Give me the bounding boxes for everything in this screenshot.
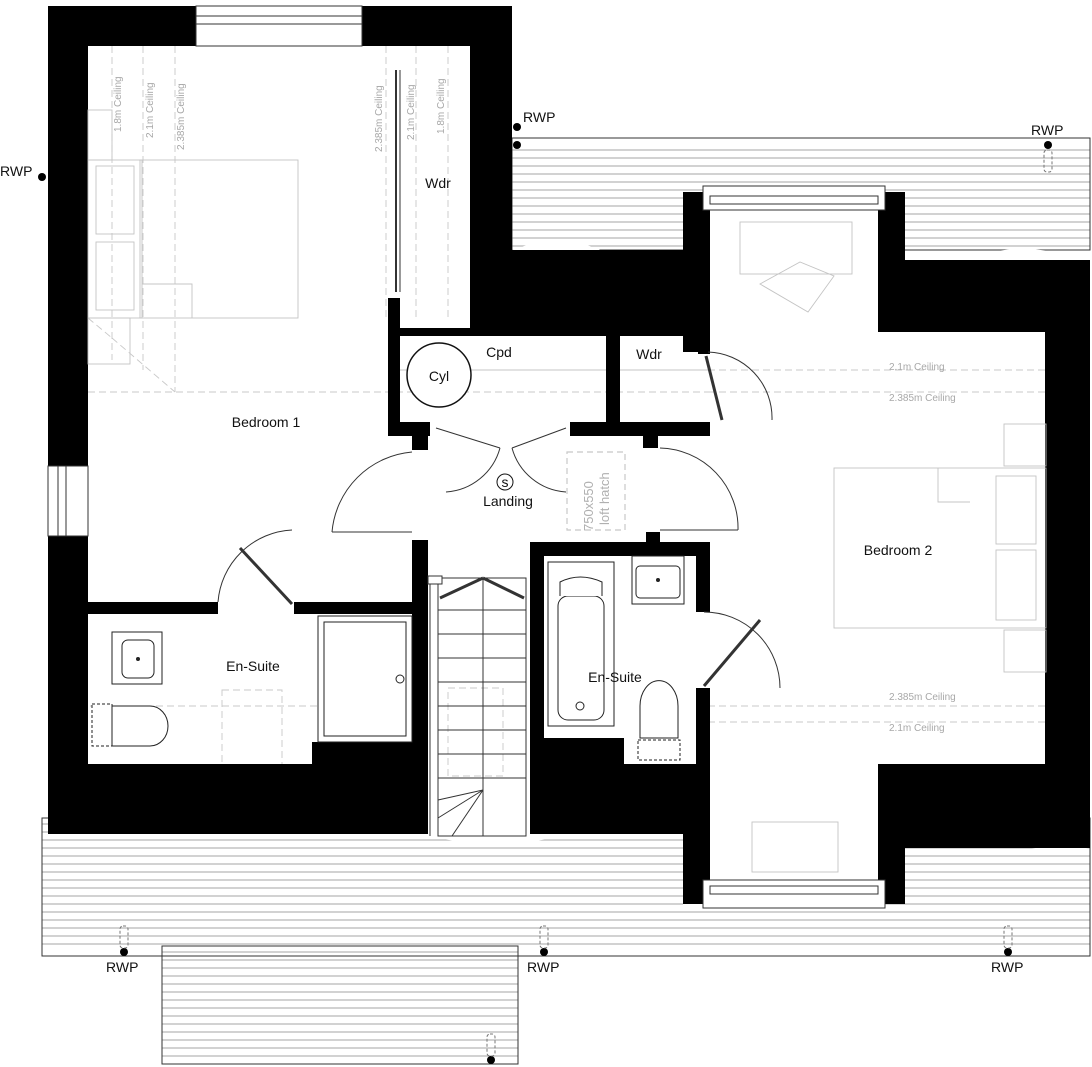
ceiling-label-2-1-bottom: 2.1m Ceiling <box>889 723 945 734</box>
walls <box>48 6 1090 904</box>
fixtures <box>91 555 685 761</box>
room-label-bedroom-2: Bedroom 2 <box>864 542 933 558</box>
rwp-pipes <box>119 149 1053 1057</box>
ceiling-label-2-385-top: 2.385m Ceiling <box>889 393 956 404</box>
ceiling-label-2-385-wdr: 2.385m Ceiling <box>374 85 385 152</box>
room-label-ensuite-1: En-Suite <box>226 658 280 674</box>
ceiling-label-2-1-left: 2.1m Ceiling <box>145 82 156 138</box>
hot-water-cylinder <box>406 342 472 408</box>
rwp-label-top-right: RWP <box>1031 122 1063 138</box>
room-label-bedroom-1: Bedroom 1 <box>232 414 301 430</box>
rwp-label-bottom-middle: RWP <box>527 959 559 975</box>
ceiling-label-2-1-top: 2.1m Ceiling <box>889 362 945 373</box>
loft-hatch-label: loft hatch <box>597 472 612 525</box>
smoke-detector-icon <box>496 473 514 491</box>
room-label-cupboard: Cpd <box>486 344 512 360</box>
room-label-wardrobe-1: Wdr <box>425 175 451 191</box>
room-label-landing: Landing <box>483 493 533 509</box>
ceiling-label-1-8-wdr: 1.8m Ceiling <box>436 78 447 134</box>
rwp-label-bottom-left: RWP <box>106 959 138 975</box>
ceiling-lines <box>87 46 1045 777</box>
rwp-label-top-middle: RWP <box>523 109 555 125</box>
rwp-label-bottom-right: RWP <box>991 959 1023 975</box>
staircase <box>427 575 527 837</box>
room-label-wardrobe-2: Wdr <box>636 346 662 362</box>
roof-porch-outline <box>161 945 519 1065</box>
furniture <box>87 109 1047 873</box>
cylinder-label: Cyl <box>429 368 449 384</box>
room-label-ensuite-2: En-Suite <box>588 669 642 685</box>
house-mask <box>48 8 1090 905</box>
rwp-markers <box>38 123 1052 1064</box>
ceiling-label-2-385-bottom: 2.385m Ceiling <box>889 692 956 703</box>
loft-hatch-size: 750x550 <box>581 481 596 531</box>
windows <box>47 5 886 909</box>
roof-porch <box>162 951 518 1057</box>
rwp-label-left: RWP <box>0 163 32 179</box>
loft-hatch-outline <box>566 451 626 531</box>
ceiling-label-2-1-wdr: 2.1m Ceiling <box>406 84 417 140</box>
ceiling-label-2-385-left: 2.385m Ceiling <box>176 83 187 150</box>
smoke-detector-label: s <box>502 474 509 490</box>
ceiling-label-1-8-left: 1.8m Ceiling <box>113 76 124 132</box>
doors <box>217 70 781 689</box>
